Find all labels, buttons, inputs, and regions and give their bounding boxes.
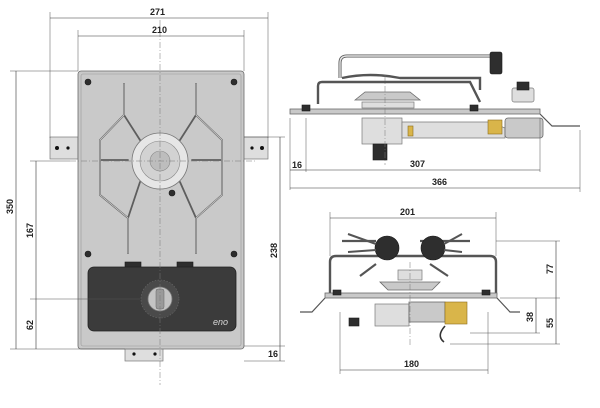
- front-plate: [324, 292, 498, 299]
- side-valve-body: [361, 117, 403, 145]
- side-view: 16 307 366: [289, 51, 581, 192]
- front-knob-right: [420, 235, 446, 261]
- bracket-hole: [153, 352, 157, 356]
- mounting-bracket-right: [242, 136, 269, 160]
- top-view: eno 271 210 350 167 62 238: [5, 7, 285, 385]
- dimension-label-16-bottom: 16: [268, 349, 278, 359]
- corner-foot: [84, 250, 92, 258]
- dimension-label-350: 350: [5, 199, 15, 214]
- front-knob-left: [374, 235, 400, 261]
- bracket-hole: [66, 146, 70, 150]
- side-plate: [289, 108, 541, 115]
- bracket-hole: [260, 146, 264, 150]
- front-gas-pipe: [408, 301, 446, 323]
- dimension-label-38: 38: [525, 312, 535, 322]
- corner-foot: [84, 78, 92, 86]
- front-support-frame: [328, 254, 498, 295]
- side-burner: [353, 91, 422, 101]
- dimension-label-167: 167: [25, 223, 35, 238]
- dimension-label-62: 62: [25, 320, 35, 330]
- brand-logo: eno: [213, 317, 228, 327]
- front-view: 201 77 38 55 180: [300, 207, 560, 374]
- igniter: [168, 189, 176, 197]
- dimension-label-16-side: 16: [292, 160, 302, 170]
- side-valve: [504, 117, 544, 139]
- dimension-label-238: 238: [269, 243, 279, 258]
- dimension-label-366: 366: [432, 177, 447, 187]
- side-knob: [489, 51, 503, 75]
- pan-support-grate: [99, 83, 223, 254]
- hob-plate-bevel: [80, 73, 242, 347]
- front-gas-connector: [444, 301, 468, 325]
- bracket-hole: [250, 146, 254, 150]
- mounting-bracket-left: [49, 136, 79, 160]
- dimension-label-201: 201: [400, 207, 415, 217]
- dimension-label-210: 210: [152, 25, 167, 35]
- dimension-label-307: 307: [410, 159, 425, 169]
- dimension-label-180: 180: [404, 359, 419, 369]
- corner-foot: [230, 250, 238, 258]
- bracket-hole: [132, 352, 136, 356]
- side-gas-connector: [487, 119, 503, 135]
- dimension-label-77: 77: [545, 264, 555, 274]
- corner-foot: [230, 78, 238, 86]
- bracket-hole: [55, 146, 59, 150]
- dimension-label-271: 271: [150, 7, 165, 17]
- dimension-label-55: 55: [545, 318, 555, 328]
- front-valve-body: [374, 303, 410, 327]
